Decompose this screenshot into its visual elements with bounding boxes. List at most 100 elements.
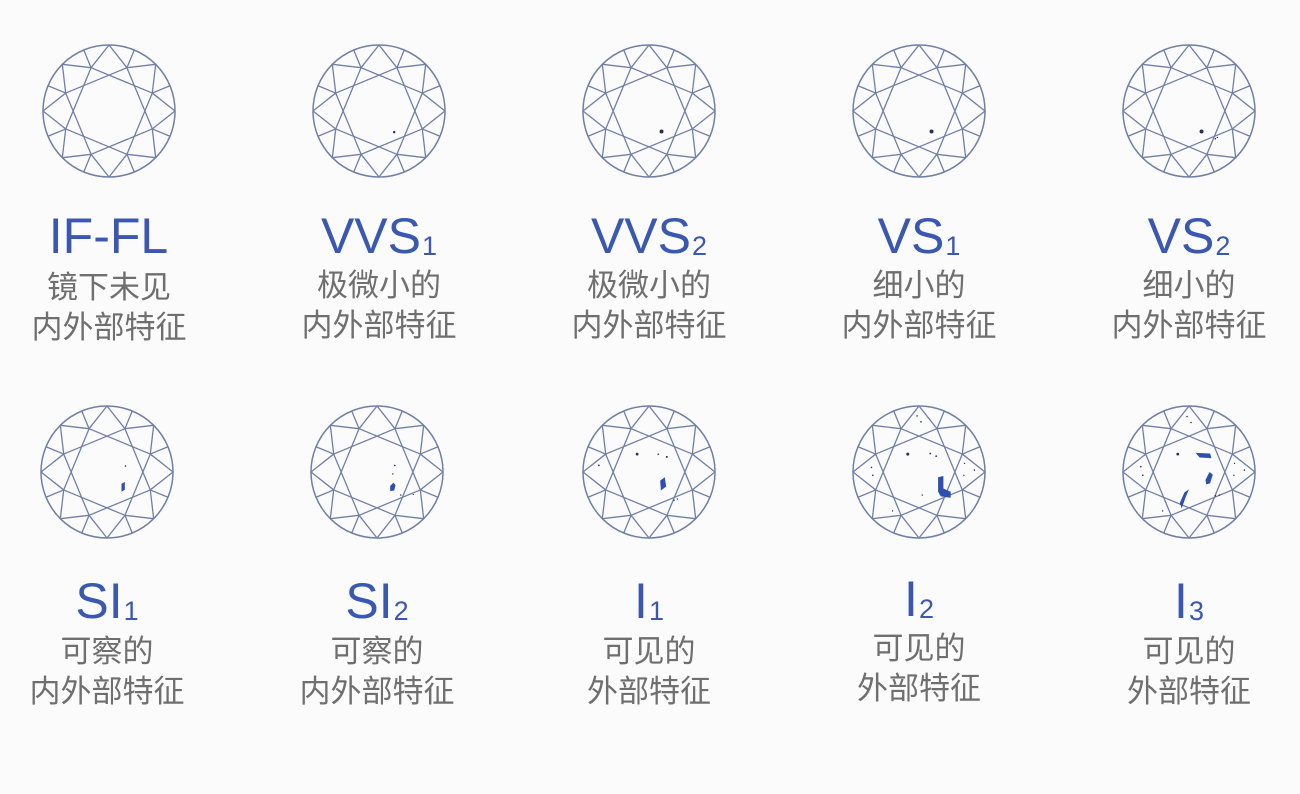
- diamond-icon: [784, 0, 1054, 600]
- grade-description: 可见的 外部特征: [514, 632, 784, 712]
- inclusion-dot: [659, 129, 664, 134]
- inclusion-blob: [660, 477, 667, 491]
- inclusion-blob: [1205, 472, 1213, 485]
- description-line-1: 可察的: [60, 634, 154, 670]
- description-line-2: 外部特征: [587, 674, 711, 710]
- description-line-2: 内外部特征: [299, 674, 455, 710]
- inclusion-dot: [916, 415, 918, 417]
- diamond-icon: [514, 0, 784, 600]
- description-line-2: 内外部特征: [1111, 308, 1267, 344]
- grade-description: 镜下未见 内外部特征: [0, 268, 244, 348]
- grade-description: 可见的 外部特征: [784, 629, 1054, 709]
- grade-description: 可察的 内外部特征: [242, 632, 512, 712]
- description-line-1: 可见的: [1142, 634, 1236, 670]
- inclusion-dot: [1161, 510, 1164, 512]
- description-line-2: 外部特征: [1127, 674, 1251, 710]
- diamond-icon: [242, 0, 512, 600]
- description-line-1: 细小的: [872, 268, 966, 304]
- inclusion-dot: [1214, 137, 1217, 140]
- inclusion-dot: [870, 466, 873, 469]
- grade-label: VVS1: [320, 208, 438, 264]
- inclusion-dot: [676, 498, 679, 500]
- description-line-2: 内外部特征: [31, 310, 187, 346]
- inclusion-dot: [935, 455, 938, 458]
- inclusion-dot: [412, 493, 414, 496]
- inclusion-dot: [665, 455, 668, 458]
- inclusion-dot: [392, 473, 394, 475]
- inclusion-blob: [938, 476, 951, 498]
- description-line-1: 可见的: [602, 634, 696, 670]
- inclusion-dot: [1176, 452, 1180, 456]
- inclusion-dot: [1216, 136, 1219, 139]
- inclusion-blob: [1195, 452, 1212, 459]
- inclusion-dot: [597, 464, 600, 467]
- diamond-diagram: [310, 405, 444, 539]
- diamond-diagram: [1122, 405, 1256, 539]
- diamond-diagram: [42, 44, 176, 178]
- inclusion-dot: [1199, 129, 1204, 134]
- grade-description: 细小的 内外部特征: [784, 266, 1054, 346]
- grade-description: 可察的 内外部特征: [0, 632, 242, 712]
- grade-label: IF-FL: [48, 208, 169, 264]
- inclusion-dot: [1142, 474, 1144, 477]
- grade-label: VS2: [1147, 208, 1231, 264]
- inclusion-dot: [1233, 474, 1235, 476]
- diamond-icon: [1054, 0, 1300, 600]
- diamond-diagram: [312, 44, 446, 178]
- inclusion-dot: [1186, 415, 1188, 418]
- inclusion-blob: [1179, 489, 1189, 509]
- description-line-2: 内外部特征: [571, 308, 727, 344]
- inclusion-dot: [1243, 469, 1246, 471]
- inclusion-dot: [906, 452, 910, 456]
- grade-label: SI1: [75, 573, 139, 629]
- grade-label: I3: [1174, 573, 1204, 629]
- diamond-diagram: [852, 405, 986, 539]
- inclusion-dot: [392, 130, 396, 134]
- inclusion-dot: [657, 453, 660, 455]
- diamond-icon: [244, 0, 514, 600]
- diamond-icon: [514, 0, 784, 600]
- inclusion-dot: [920, 421, 922, 423]
- inclusion-dot: [973, 469, 976, 471]
- grade-label: VVS2: [590, 208, 708, 264]
- inclusion-dot: [394, 464, 396, 467]
- grade-description: 极微小的 内外部特征: [244, 266, 514, 346]
- diamond-icon: [0, 0, 244, 600]
- inclusion-dot: [1190, 421, 1192, 424]
- grade-description: 极微小的 内外部特征: [514, 266, 784, 346]
- description-line-1: 极微小的: [317, 268, 441, 304]
- inclusion-dot: [963, 462, 966, 465]
- inclusion-dot: [124, 465, 127, 467]
- diamond-diagram: [1122, 44, 1256, 178]
- inclusion-dot: [1214, 495, 1217, 497]
- description-line-1: 可察的: [330, 634, 424, 670]
- inclusion-dot: [872, 474, 874, 477]
- inclusion-dot: [891, 510, 894, 512]
- diamond-icon: [0, 0, 242, 600]
- grade-label: I2: [904, 571, 934, 627]
- diamond-diagram: [40, 405, 174, 539]
- description-line-2: 外部特征: [857, 671, 981, 707]
- inclusion-dot: [929, 452, 932, 455]
- grade-label: I1: [634, 573, 664, 629]
- description-line-2: 内外部特征: [841, 308, 997, 344]
- grade-description: 细小的 内外部特征: [1054, 266, 1300, 346]
- grade-label: SI2: [345, 573, 409, 629]
- inclusion-blob: [121, 481, 125, 492]
- inclusion-dot: [1140, 465, 1142, 468]
- description-line-1: 镜下未见: [47, 270, 171, 306]
- description-line-1: 细小的: [1142, 268, 1236, 304]
- inclusion-dot: [673, 499, 675, 502]
- inclusion-dot: [929, 129, 934, 134]
- description-line-1: 极微小的: [587, 268, 711, 304]
- inclusion-blob: [390, 482, 396, 492]
- diamond-icon: [1054, 0, 1300, 600]
- diamond-icon: [784, 0, 1054, 600]
- description-line-2: 内外部特征: [301, 308, 457, 344]
- diamond-diagram: [582, 405, 716, 539]
- inclusion-dot: [400, 494, 402, 496]
- inclusion-dot: [1233, 462, 1236, 465]
- inclusion-dot: [921, 494, 923, 496]
- inclusion-dot: [963, 474, 965, 476]
- grade-description: 可见的 外部特征: [1054, 632, 1300, 712]
